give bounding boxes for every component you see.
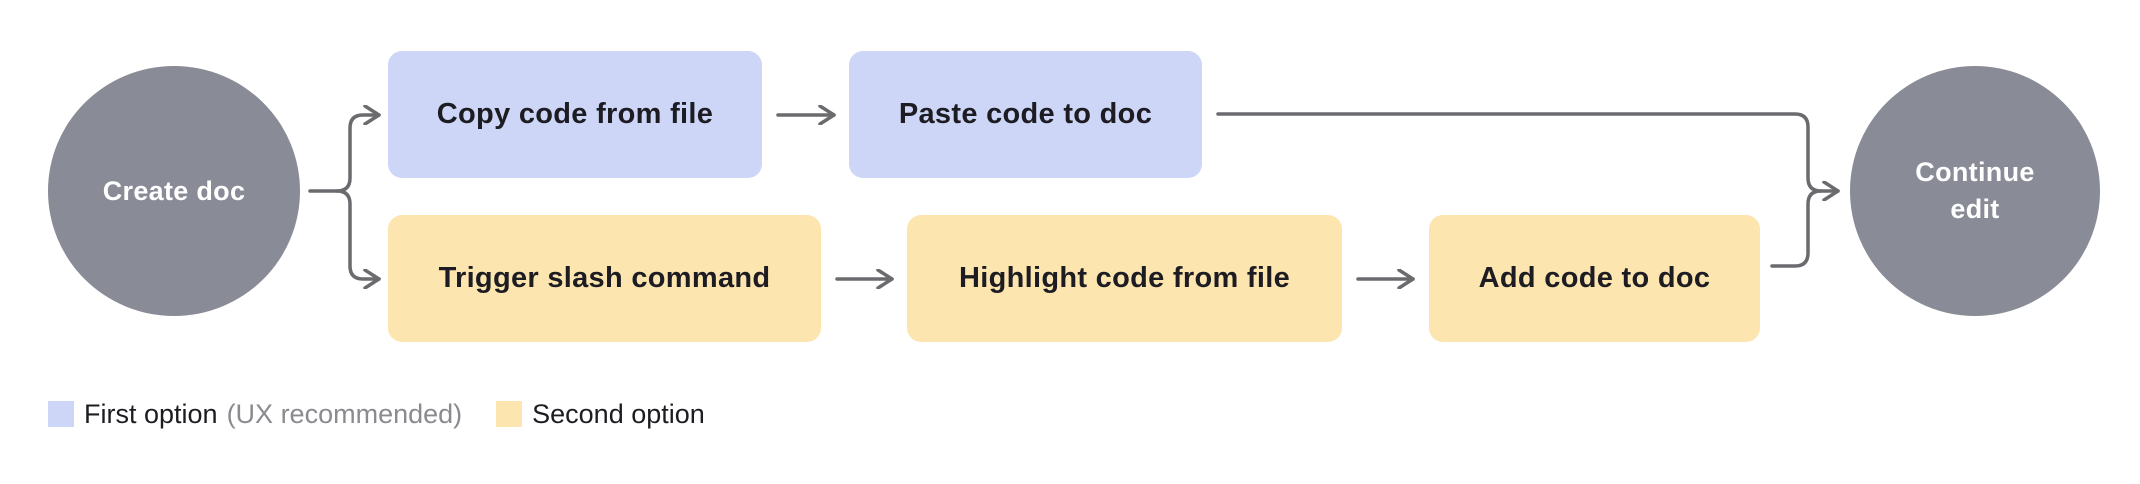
split-connector xyxy=(308,115,381,193)
highlight-code-node: Highlight code from file xyxy=(907,215,1342,342)
first-option-label: First option xyxy=(84,398,218,429)
highlight-code-label: Highlight code from file xyxy=(958,262,1291,294)
copy-code-node: Copy code from file xyxy=(388,51,762,178)
trigger-slash-node: Trigger slash command xyxy=(388,215,821,342)
split-connector-lower xyxy=(335,189,381,279)
legend-item-first: First option (UX recommended) xyxy=(48,399,462,430)
first-option-note: (UX recommended) xyxy=(226,398,463,429)
second-option-label: Second option xyxy=(532,398,705,429)
create-doc-node: Create doc xyxy=(48,66,300,316)
second-option-swatch xyxy=(496,401,523,427)
continue-edit-node: Continue edit xyxy=(1850,66,2100,316)
add-code-node: Add code to doc xyxy=(1429,215,1760,342)
first-option-swatch xyxy=(48,401,74,427)
merge-connector-lower xyxy=(1770,189,1823,268)
legend-item-second: Second option xyxy=(496,399,705,430)
paste-code-node: Paste code to doc xyxy=(849,51,1202,178)
trigger-slash-label: Trigger slash command xyxy=(438,262,771,294)
paste-code-label: Paste code to doc xyxy=(898,98,1153,130)
add-code-label: Add code to doc xyxy=(1478,262,1711,294)
copy-code-label: Copy code from file xyxy=(436,98,714,130)
continue-edit-label: Continue edit xyxy=(1915,157,2035,224)
create-doc-label: Create doc xyxy=(102,175,246,206)
legend: First option (UX recommended) Second opt… xyxy=(48,398,739,430)
merge-connector-upper xyxy=(1216,112,1840,191)
